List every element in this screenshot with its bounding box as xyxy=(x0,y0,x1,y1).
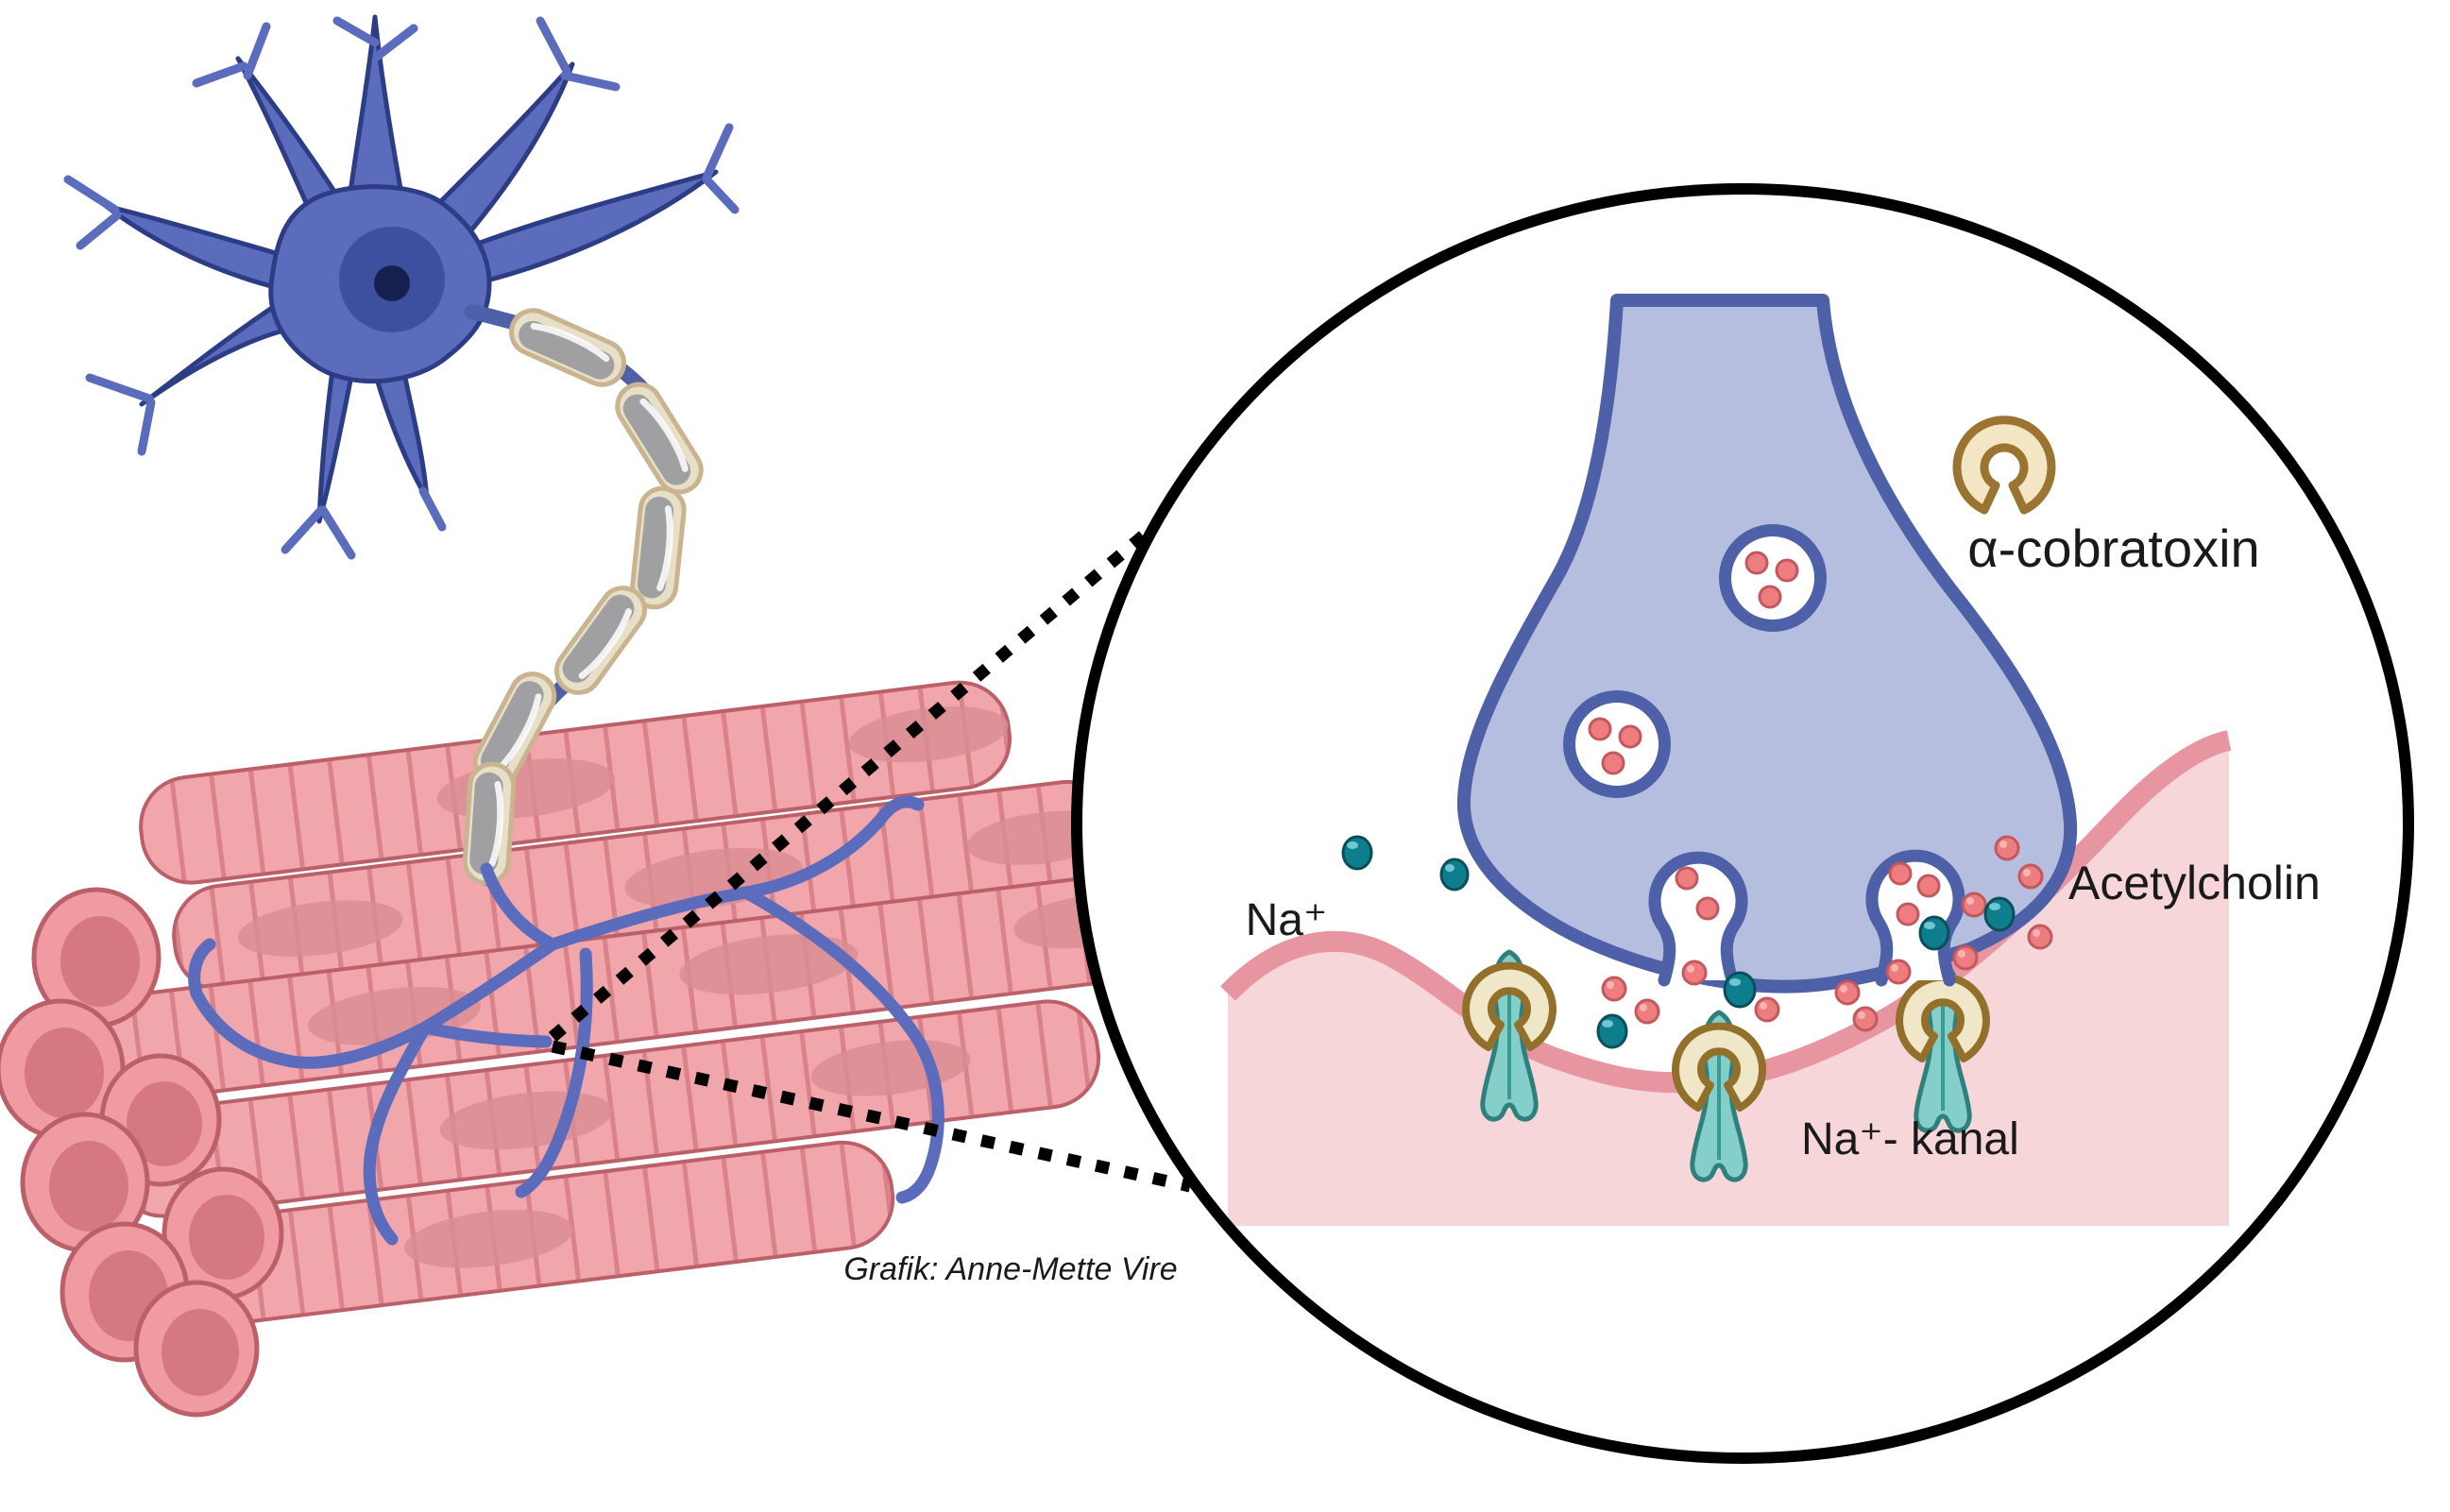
myelin-segment xyxy=(472,671,557,787)
credit-text: Grafik: Anne-Mette Vire xyxy=(843,1251,1177,1287)
sodium-channel-receptor-icon xyxy=(1896,960,1990,1133)
sodium-ion-icon xyxy=(1341,835,1373,871)
synaptic-vesicle-icon xyxy=(1719,524,1827,632)
myelin-segment xyxy=(630,485,687,610)
pocket-membrane xyxy=(1648,851,1748,987)
sodium-ion-icon xyxy=(1918,915,1950,951)
acetylcholine-molecule-icon xyxy=(1896,902,1920,926)
muscle-fiber xyxy=(177,1140,895,1326)
fiber-nucleus xyxy=(404,1209,573,1268)
dotted-ray-lower xyxy=(551,1040,1192,1193)
nerve-branch xyxy=(546,795,925,951)
nerve-branch xyxy=(188,938,559,1069)
sodium-ions xyxy=(1341,835,2016,1049)
acetylcholine-molecule-icon xyxy=(1744,551,1769,575)
vesicle-fusion-pocket-icon xyxy=(1865,849,1965,987)
dendrites xyxy=(63,14,740,560)
nerve-branch xyxy=(740,886,944,1204)
sodium-ion-icon xyxy=(1723,971,1757,1009)
nerve-branch xyxy=(480,862,559,951)
cobratoxin-label: α-cobratoxin xyxy=(1967,518,2259,578)
fiber-nucleus xyxy=(237,900,403,957)
fiber-nucleus xyxy=(679,934,859,995)
dotted-ray-upper xyxy=(548,507,1176,1042)
myelin-sheath-icon xyxy=(462,308,704,886)
fiber-end-cap xyxy=(20,1112,150,1253)
vesicle-fusion-pocket-icon xyxy=(1648,851,1748,987)
lens-border xyxy=(1071,183,2414,1464)
nerve-branch xyxy=(418,1021,553,1048)
receptor-ring xyxy=(1896,973,1990,1062)
sodium-ion-icon xyxy=(1983,896,2016,932)
sodium-channel-receptor-icon xyxy=(1672,1010,1766,1182)
fiber-end-cap xyxy=(133,1280,260,1418)
acetylcholine-molecule-icon xyxy=(1675,866,1699,891)
acetylcholine-molecule-icon xyxy=(1961,892,1987,918)
sodium-ion-label: Na⁺ xyxy=(1246,895,1328,945)
dendrite xyxy=(373,370,430,501)
dendrite-twigs xyxy=(63,16,740,560)
myelin-segment xyxy=(462,761,517,886)
sodium-ion-icon xyxy=(1439,858,1470,892)
myelin-segment xyxy=(508,308,627,387)
myelin-segment xyxy=(553,586,648,695)
dendrite xyxy=(345,14,407,215)
lens-content: α-cobratoxin Acetylcholin Na⁺ Na⁺- kanal xyxy=(1220,294,2321,1226)
sodium-ion-icon xyxy=(1596,1013,1628,1049)
dendrite xyxy=(316,367,354,524)
acetylcholine-molecule-icon xyxy=(2027,924,2053,950)
acetylcholine-molecule-icon xyxy=(1758,585,1782,609)
neuron-icon xyxy=(63,14,740,560)
sodium-channel-receptor-icon xyxy=(1462,949,1557,1122)
dendrite xyxy=(139,297,294,407)
acetylcholine-molecule-icon xyxy=(1588,717,1612,741)
dendrite xyxy=(465,169,719,284)
nerve-branch xyxy=(363,1021,432,1246)
nerve-branches-icon xyxy=(188,795,944,1246)
receptor-ring xyxy=(1462,961,1557,1051)
myelin-segment xyxy=(615,382,704,495)
dendrite xyxy=(103,203,281,291)
axon xyxy=(462,304,704,886)
acetylcholine-molecules xyxy=(1601,835,2053,1032)
acetylcholine-molecule-icon xyxy=(1952,944,1979,971)
cobratoxin-icon xyxy=(1952,416,2056,515)
acetylcholine-label: Acetylcholin xyxy=(2068,857,2321,909)
acetylcholine-molecule-icon xyxy=(1916,874,1941,898)
acetylcholine-molecule-icon xyxy=(1994,835,2020,861)
acetylcholine-molecule-icon xyxy=(1601,976,1627,1002)
sodium-channel-label: Na⁺- kanal xyxy=(1801,1114,2019,1164)
acetylcholine-molecule-icon xyxy=(2017,863,2044,890)
acetylcholine-molecule-icon xyxy=(1888,861,1913,886)
receptor-ring xyxy=(1672,1022,1766,1112)
acetylcholine-molecule-icon xyxy=(1681,960,1708,986)
fiber-striations xyxy=(70,875,1165,1103)
nerve-branch xyxy=(515,947,593,1198)
dendrite xyxy=(420,61,575,241)
acetylcholine-molecule-icon xyxy=(1754,996,1780,1023)
axon-terminal-icon xyxy=(1456,294,2078,994)
acetylcholine-molecule-icon xyxy=(1695,896,1720,921)
dendrite xyxy=(235,56,345,218)
synaptic-vesicle-icon xyxy=(1563,690,1671,798)
magnification-rays xyxy=(548,507,1192,1193)
membrane-body xyxy=(1228,740,2229,1226)
acetylcholine-molecule-icon xyxy=(1601,751,1625,775)
acetylcholine-molecule-icon xyxy=(1634,998,1660,1025)
acetylcholine-molecule-icon xyxy=(1885,959,1912,985)
nucleolus xyxy=(374,265,410,301)
fiber-end-cap xyxy=(0,998,126,1140)
acetylcholine-molecule-icon xyxy=(1618,724,1642,749)
terminal-bulb xyxy=(1456,294,2078,994)
magnifier-circle-icon: α-cobratoxin Acetylcholin Na⁺ Na⁺- kanal xyxy=(1071,183,2414,1464)
acetylcholine-molecule-icon xyxy=(1852,1006,1879,1032)
fiber-end-caps xyxy=(0,887,284,1418)
acetylcholine-molecule-icon xyxy=(1834,979,1861,1006)
acetylcholine-molecule-icon xyxy=(1775,558,1799,583)
